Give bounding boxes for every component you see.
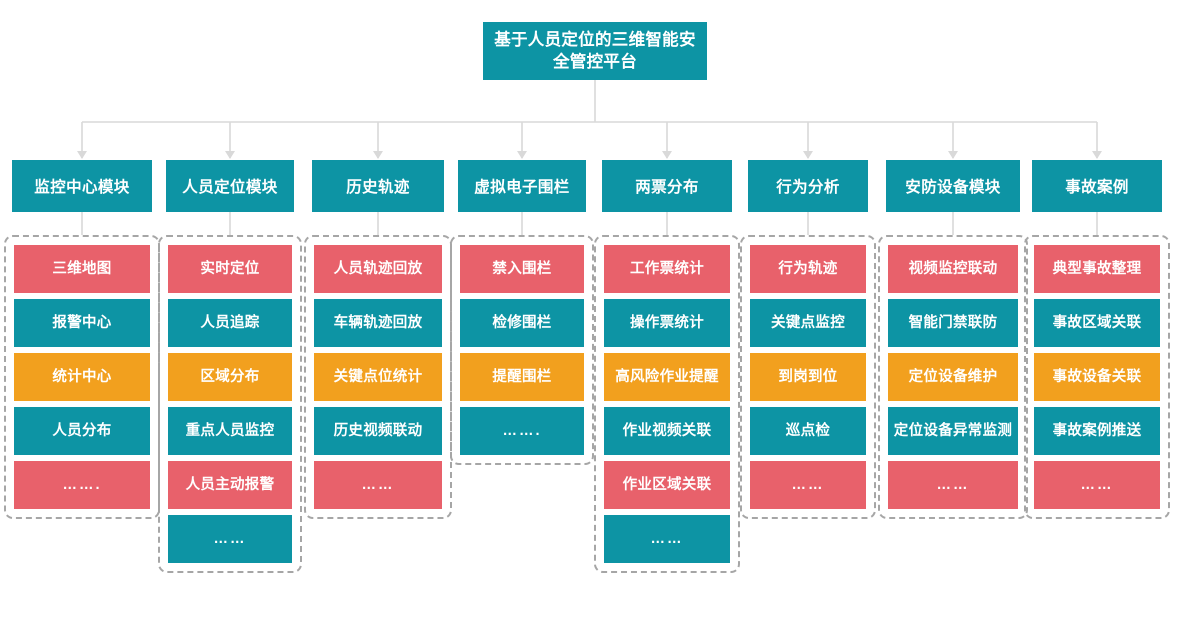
module-column: 两票分布工作票统计操作票统计高风险作业提醒作业视频关联作业区域关联 …… <box>594 160 740 573</box>
module-item[interactable]: 操作票统计 <box>604 299 730 347</box>
module-item[interactable]: 智能门禁联防 <box>888 299 1018 347</box>
module-item[interactable]: 巡点检 <box>750 407 866 455</box>
module-item[interactable]: 重点人员监控 <box>168 407 292 455</box>
module-column: 历史轨迹人员轨迹回放车辆轨迹回放关键点位统计历史视频联动 …… <box>304 160 452 519</box>
module-group-box: 三维地图报警中心统计中心人员分布 ……. <box>4 235 160 519</box>
module-item[interactable]: …… <box>168 515 292 563</box>
module-item[interactable]: 人员追踪 <box>168 299 292 347</box>
module-group-box: 工作票统计操作票统计高风险作业提醒作业视频关联作业区域关联 …… <box>594 235 740 573</box>
module-group-box: 实时定位人员追踪区域分布重点人员监控人员主动报警 …… <box>158 235 302 573</box>
module-item[interactable]: 到岗到位 <box>750 353 866 401</box>
module-item[interactable]: 实时定位 <box>168 245 292 293</box>
module-item[interactable]: ……. <box>460 407 584 455</box>
module-item[interactable]: 关键点监控 <box>750 299 866 347</box>
module-header-2[interactable]: 人员定位模块 <box>166 160 294 212</box>
module-item[interactable]: 三维地图 <box>14 245 150 293</box>
module-header-4[interactable]: 虚拟电子围栏 <box>458 160 586 212</box>
module-item[interactable]: 统计中心 <box>14 353 150 401</box>
module-column: 监控中心模块三维地图报警中心统计中心人员分布 ……. <box>4 160 160 519</box>
module-item[interactable]: …… <box>888 461 1018 509</box>
module-item[interactable]: 行为轨迹 <box>750 245 866 293</box>
module-item[interactable]: 报警中心 <box>14 299 150 347</box>
module-group-box: 禁入围栏检修围栏提醒围栏 ……. <box>450 235 594 465</box>
module-item[interactable]: …… <box>750 461 866 509</box>
module-item[interactable]: 关键点位统计 <box>314 353 442 401</box>
module-header-1[interactable]: 监控中心模块 <box>12 160 152 212</box>
module-item[interactable]: 提醒围栏 <box>460 353 584 401</box>
module-item[interactable]: 事故设备关联 <box>1034 353 1160 401</box>
module-column: 安防设备模块视频监控联动智能门禁联防定位设备维护定位设备异常监测 …… <box>878 160 1028 519</box>
module-column: 人员定位模块实时定位人员追踪区域分布重点人员监控人员主动报警 …… <box>158 160 302 573</box>
module-item[interactable]: 视频监控联动 <box>888 245 1018 293</box>
module-item[interactable]: 高风险作业提醒 <box>604 353 730 401</box>
module-group-box: 视频监控联动智能门禁联防定位设备维护定位设备异常监测 …… <box>878 235 1028 519</box>
module-item[interactable]: 工作票统计 <box>604 245 730 293</box>
module-group-box: 典型事故整理事故区域关联事故设备关联事故案例推送 …… <box>1024 235 1170 519</box>
module-item[interactable]: 典型事故整理 <box>1034 245 1160 293</box>
module-item[interactable]: ……. <box>14 461 150 509</box>
module-item[interactable]: 定位设备维护 <box>888 353 1018 401</box>
module-header-5[interactable]: 两票分布 <box>602 160 732 212</box>
module-item[interactable]: 事故案例推送 <box>1034 407 1160 455</box>
module-column: 事故案例典型事故整理事故区域关联事故设备关联事故案例推送 …… <box>1024 160 1170 519</box>
module-item[interactable]: 事故区域关联 <box>1034 299 1160 347</box>
module-column: 虚拟电子围栏禁入围栏检修围栏提醒围栏 ……. <box>450 160 594 465</box>
module-item[interactable]: …… <box>314 461 442 509</box>
module-item[interactable]: 作业区域关联 <box>604 461 730 509</box>
module-item[interactable]: 人员轨迹回放 <box>314 245 442 293</box>
module-item[interactable]: 检修围栏 <box>460 299 584 347</box>
module-item[interactable]: 车辆轨迹回放 <box>314 299 442 347</box>
module-item[interactable]: …… <box>604 515 730 563</box>
module-item[interactable]: 禁入围栏 <box>460 245 584 293</box>
module-header-8[interactable]: 事故案例 <box>1032 160 1162 212</box>
module-item[interactable]: 定位设备异常监测 <box>888 407 1018 455</box>
module-header-3[interactable]: 历史轨迹 <box>312 160 444 212</box>
module-item[interactable]: 人员分布 <box>14 407 150 455</box>
module-item[interactable]: …… <box>1034 461 1160 509</box>
module-item[interactable]: 作业视频关联 <box>604 407 730 455</box>
module-column: 行为分析行为轨迹关键点监控到岗到位巡点检 …… <box>740 160 876 519</box>
root-title-box: 基于人员定位的三维智能安全管控平台 <box>483 22 707 80</box>
module-item[interactable]: 历史视频联动 <box>314 407 442 455</box>
module-item[interactable]: 人员主动报警 <box>168 461 292 509</box>
module-header-7[interactable]: 安防设备模块 <box>886 160 1020 212</box>
module-item[interactable]: 区域分布 <box>168 353 292 401</box>
module-group-box: 人员轨迹回放车辆轨迹回放关键点位统计历史视频联动 …… <box>304 235 452 519</box>
module-header-6[interactable]: 行为分析 <box>748 160 868 212</box>
module-group-box: 行为轨迹关键点监控到岗到位巡点检 …… <box>740 235 876 519</box>
